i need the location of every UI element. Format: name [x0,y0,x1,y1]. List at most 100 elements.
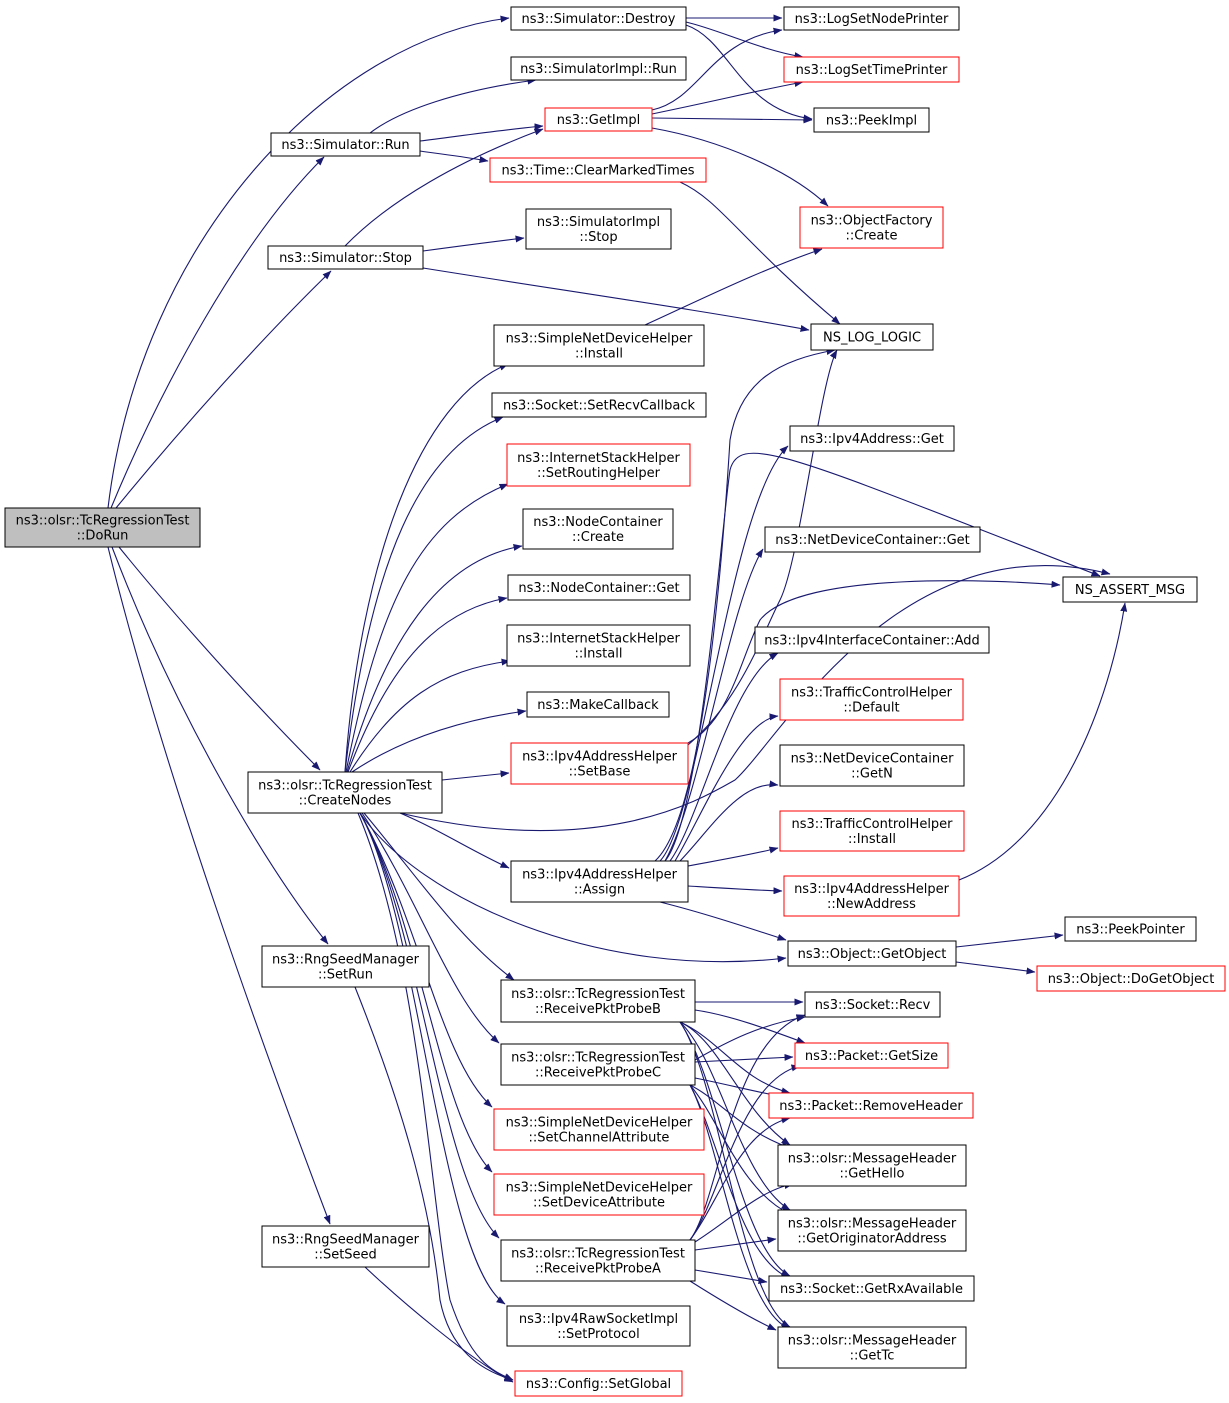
node-sim-impl-run[interactable]: ns3::SimulatorImpl::Run [510,56,687,81]
call-edge [685,21,804,60]
node-mh-get-originator[interactable]: ns3::olsr::MessageHeader::GetOriginatorA… [777,1209,967,1252]
call-edge [694,1236,777,1251]
node-ipv4-address-get[interactable]: ns3::Ipv4Address::Get [789,425,955,452]
node-log-time-printer[interactable]: ns3::LogSetTimePrinter [783,56,960,83]
node-peek-pointer[interactable]: ns3::PeekPointer [1064,916,1197,942]
node-box [506,1305,691,1347]
node-get-impl[interactable]: ns3::GetImpl [544,107,653,132]
node-box [783,56,960,83]
node-box [526,691,670,718]
call-edge [651,116,813,124]
node-label: ::GetOriginatorAddress [797,1232,947,1247]
node-label: ns3::InternetStackHelper [517,451,680,466]
node-snd-set-device-attr[interactable]: ns3::SimpleNetDeviceHelper::SetDeviceAtt… [493,1173,705,1216]
node-label: ns3::GetImpl [557,113,641,128]
node-packet-get-size[interactable]: ns3::Packet::GetSize [794,1042,949,1069]
node-label: ::NewAddress [827,897,916,912]
node-label: ns3::Packet::RemoveHeader [779,1099,963,1114]
node-node-container-create[interactable]: ns3::NodeContainer::Create [522,508,674,550]
call-edge [115,270,332,509]
node-label: ns3::Ipv4AddressHelper [522,750,678,765]
node-label: ::Stop [579,230,617,245]
node-box [754,626,990,654]
node-packet-remove-header[interactable]: ns3::Packet::RemoveHeader [768,1092,974,1119]
node-sim-run[interactable]: ns3::Simulator::Run [270,132,421,157]
node-tch-default[interactable]: ns3::TrafficControlHelper::Default [779,678,964,721]
node-socket-recv[interactable]: ns3::Socket::Recv [804,991,941,1018]
node-label: ::SetProtocol [557,1327,640,1342]
node-label: ns3::olsr::TcRegressionTest [511,1247,685,1262]
node-snd-set-channel-attr[interactable]: ns3::SimpleNetDeviceHelper::SetChannelAt… [493,1108,705,1151]
node-box [4,507,201,548]
node-rng-set-seed[interactable]: ns3::RngSeedManager::SetSeed [261,1225,430,1268]
node-ipv4-ic-add[interactable]: ns3::Ipv4InterfaceContainer::Add [754,626,990,654]
node-label: ns3::Packet::GetSize [805,1049,938,1064]
node-config-set-global[interactable]: ns3::Config::SetGlobal [514,1370,683,1397]
call-edge [955,932,1064,948]
node-sim-destroy[interactable]: ns3::Simulator::Destroy [510,6,687,31]
node-box [777,1209,967,1252]
node-box [799,206,944,249]
node-rng-set-run[interactable]: ns3::RngSeedManager::SetRun [261,945,430,988]
call-edge [694,1053,794,1063]
node-box [779,678,964,721]
node-dorun[interactable]: ns3::olsr::TcRegressionTest::DoRun [4,507,201,548]
node-label: ::GetHello [840,1167,905,1182]
node-peek-impl[interactable]: ns3::PeekImpl [813,107,930,133]
node-ish-set-routing-helper[interactable]: ns3::InternetStackHelper::SetRoutingHelp… [506,443,691,487]
call-edge [349,658,511,773]
node-recv-probe-b[interactable]: ns3::olsr::TcRegressionTest::ReceivePktP… [500,979,696,1023]
node-ipv4-ah-new-address[interactable]: ns3::Ipv4AddressHelper::NewAddress [783,875,960,917]
node-recv-probe-a[interactable]: ns3::olsr::TcRegressionTest::ReceivePktP… [500,1239,696,1282]
call-edge [689,1084,791,1215]
node-recv-probe-c[interactable]: ns3::olsr::TcRegressionTest::ReceivePktP… [500,1043,696,1086]
node-box [267,245,424,270]
node-socket-set-recv-callback[interactable]: ns3::Socket::SetRecvCallback [491,392,707,418]
node-node-container-get[interactable]: ns3::NodeContainer::Get [507,574,691,601]
node-tch-install[interactable]: ns3::TrafficControlHelper::Install [779,810,965,852]
node-ipv4-ah-set-base[interactable]: ns3::Ipv4AddressHelper::SetBase [510,742,689,785]
node-label: ns3::Socket::SetRecvCallback [503,399,696,414]
node-ipv4-ah-assign[interactable]: ns3::Ipv4AddressHelper::Assign [510,860,689,903]
call-edge [344,363,509,773]
node-log-node-printer[interactable]: ns3::LogSetNodePrinter [783,6,960,31]
node-box [510,56,687,81]
call-edge [107,15,510,509]
node-object-get-object[interactable]: ns3::Object::GetObject [787,940,957,967]
node-socket-get-rx-available[interactable]: ns3::Socket::GetRxAvailable [768,1275,975,1302]
node-mh-get-hello[interactable]: ns3::olsr::MessageHeader::GetHello [777,1144,967,1187]
node-box [261,1225,430,1268]
call-edge [422,267,810,332]
node-clear-marked-times[interactable]: ns3::Time::ClearMarkedTimes [489,157,707,183]
node-sim-impl-stop[interactable]: ns3::SimulatorImpl::Stop [525,208,672,250]
call-edge [689,1084,791,1279]
node-simple-ndh-install[interactable]: ns3::SimpleNetDeviceHelper::Install [493,324,705,367]
node-ndc-get-n[interactable]: ns3::NetDeviceContainer::GetN [779,744,965,787]
node-label: ns3::Simulator::Destroy [522,12,676,27]
node-make-callback[interactable]: ns3::MakeCallback [526,691,670,718]
node-ndc-get[interactable]: ns3::NetDeviceContainer::Get [764,526,981,553]
node-create-nodes[interactable]: ns3::olsr::TcRegressionTest::CreateNodes [247,771,443,814]
node-label: ns3::Ipv4RawSocketImpl [519,1312,678,1327]
node-ns-assert-msg[interactable]: NS_ASSERT_MSG [1062,576,1198,603]
node-mh-get-tc[interactable]: ns3::olsr::MessageHeader::GetTc [777,1326,967,1369]
node-label: ns3::NodeContainer [533,515,663,530]
node-ipv4-raw-set-protocol[interactable]: ns3::Ipv4RawSocketImpl::SetProtocol [506,1305,691,1347]
node-label: ::SetDeviceAttribute [533,1196,665,1211]
call-edge [679,780,779,862]
node-label: ns3::Object::GetObject [798,947,947,962]
call-edge [659,445,789,862]
call-edge [363,812,515,981]
node-object-do-get-object[interactable]: ns3::Object::DoGetObject [1036,965,1226,992]
node-label: ns3::PeekPointer [1076,923,1185,938]
node-box [525,208,672,250]
node-label: ::Create [572,530,624,545]
node-label: ns3::olsr::MessageHeader [788,1334,957,1349]
node-sim-stop[interactable]: ns3::Simulator::Stop [267,245,424,270]
node-label: ns3::Ipv4Address::Get [800,432,944,447]
node-ish-install[interactable]: ns3::InternetStackHelper::Install [506,624,691,667]
call-edge [651,27,783,111]
node-object-factory-create[interactable]: ns3::ObjectFactory::Create [799,206,944,249]
node-ns-log-logic[interactable]: NS_LOG_LOGIC [810,323,934,351]
node-label: ::SetBase [569,765,631,780]
